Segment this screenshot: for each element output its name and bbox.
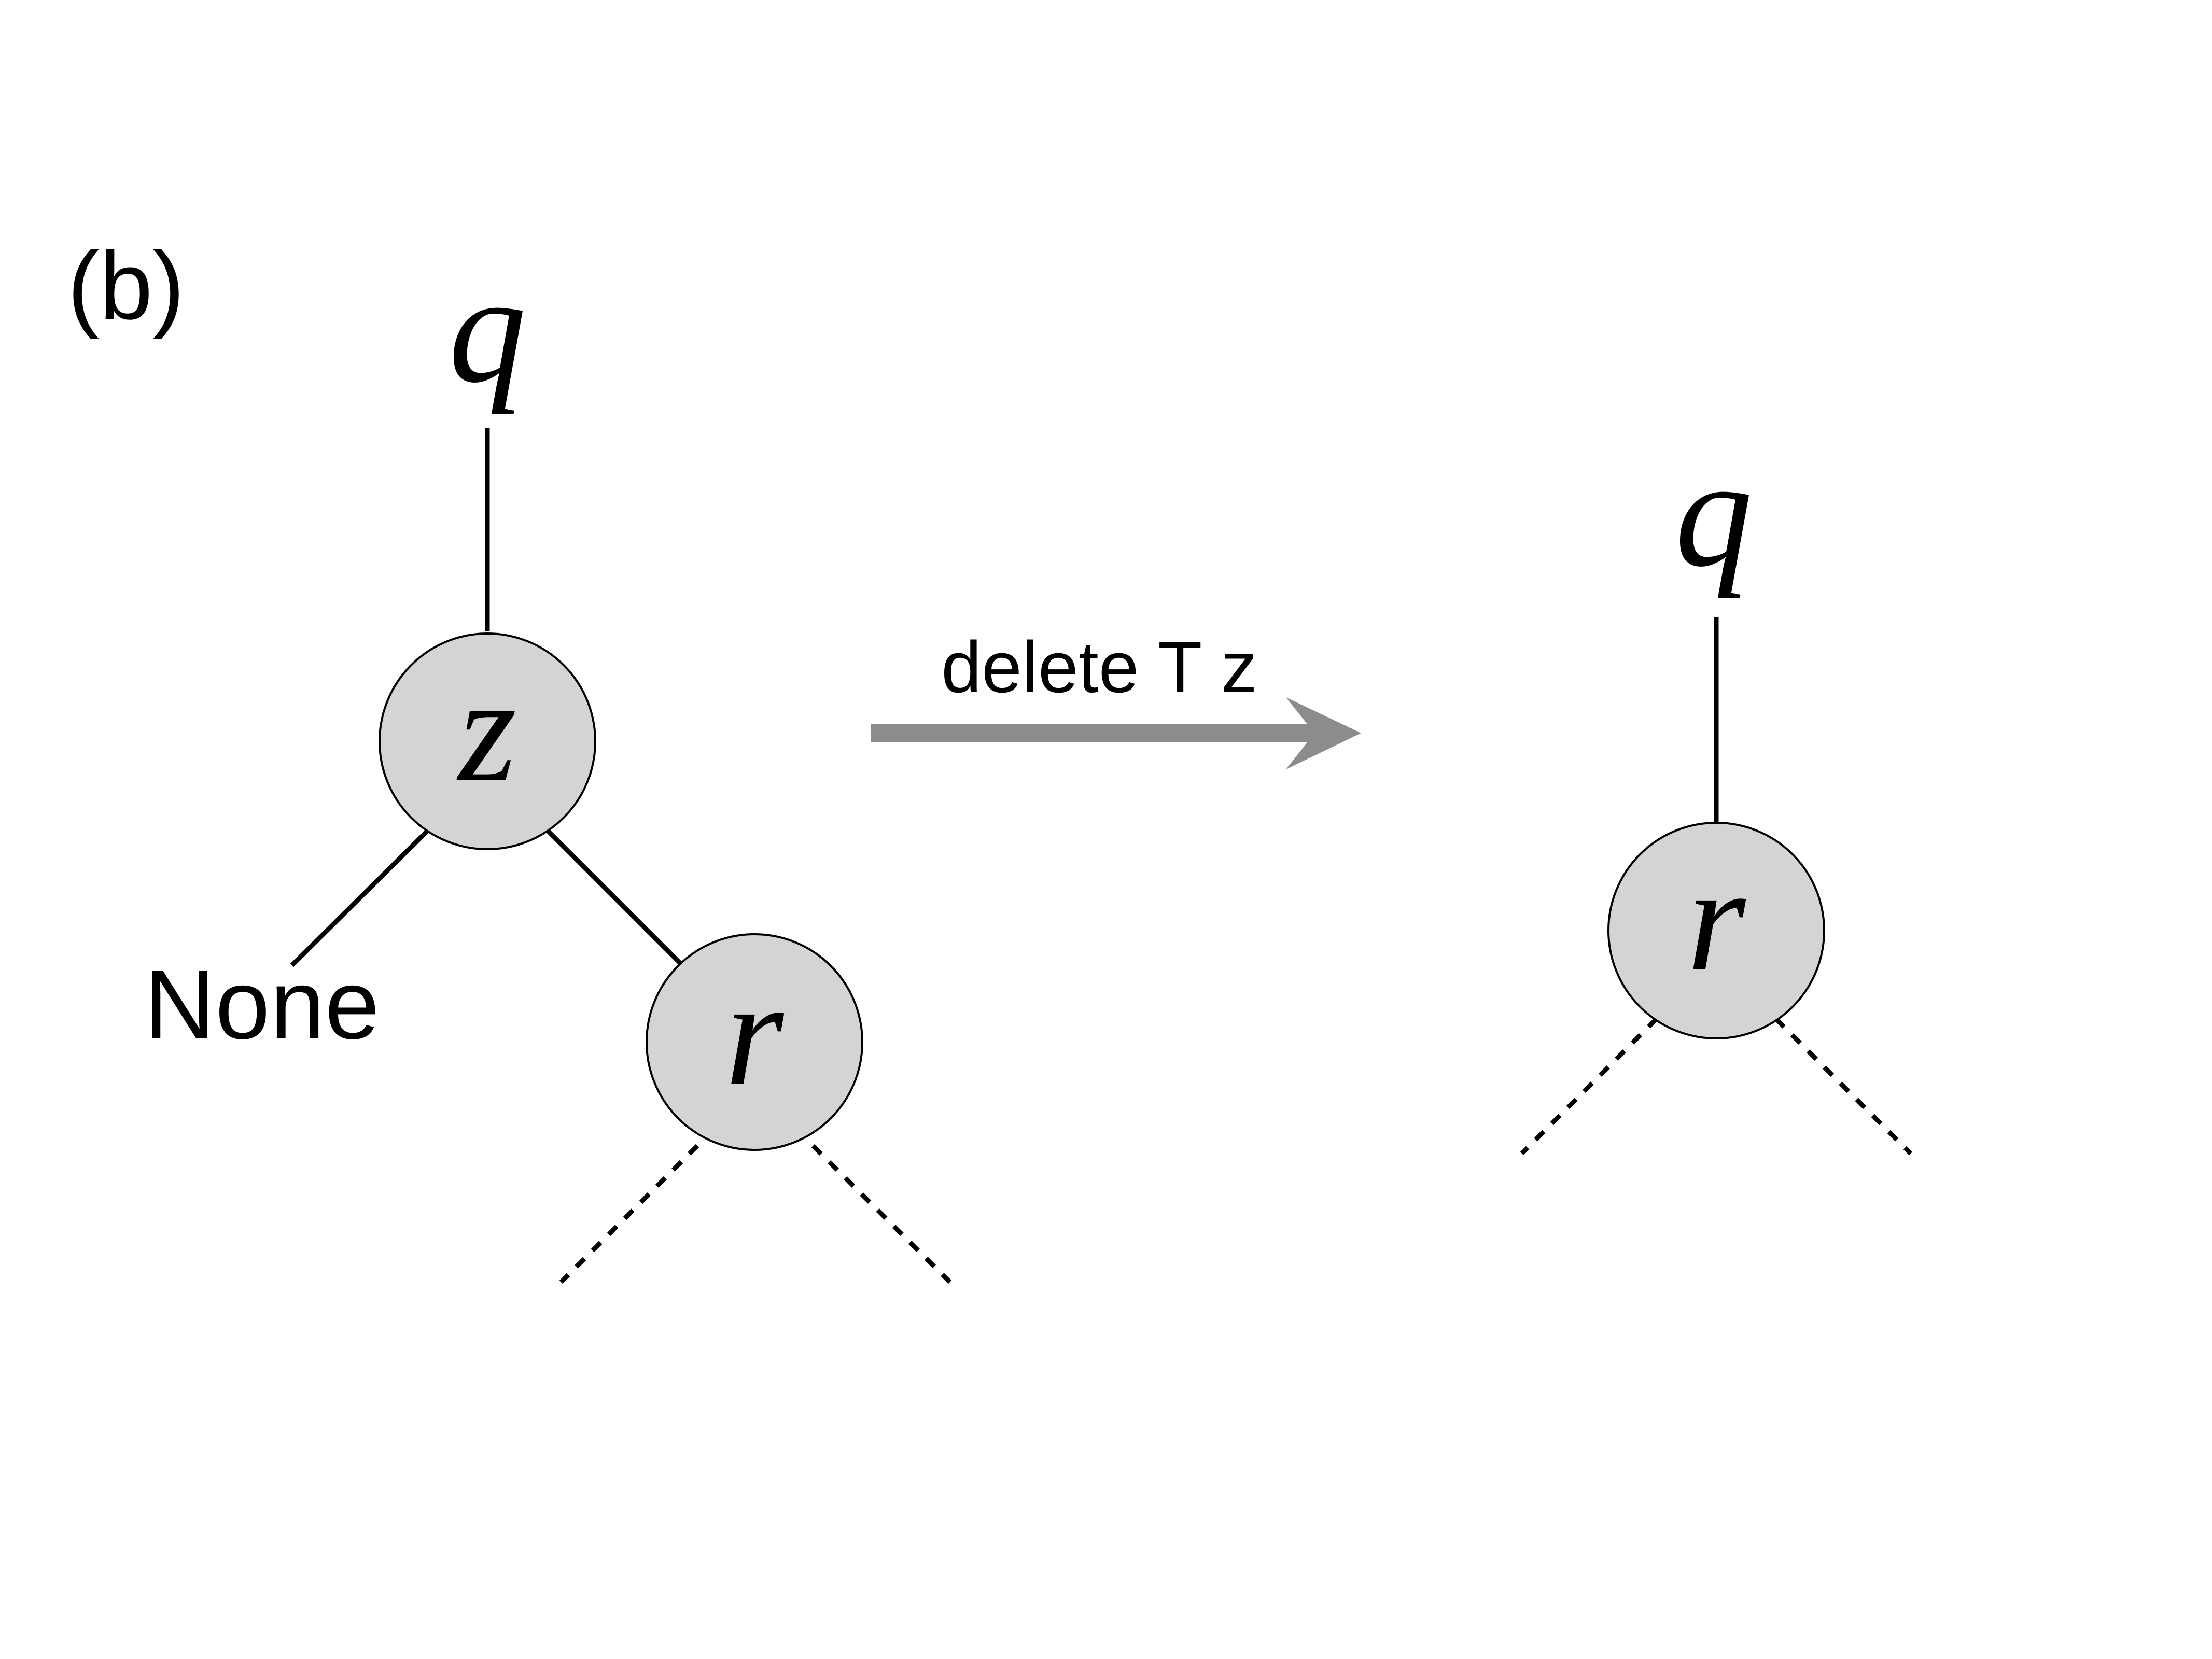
node-r-before: r xyxy=(646,933,863,1151)
dashed-edge-r-right-before xyxy=(811,1144,952,1284)
node-r-before-label: r xyxy=(725,950,787,1116)
transform-arrow xyxy=(871,697,1361,769)
node-z-label: z xyxy=(456,646,517,813)
node-r-after: r xyxy=(1607,822,1825,1039)
dashed-edge-r-right-after xyxy=(1774,1017,1913,1156)
before-parent-label: q xyxy=(449,243,526,415)
edge-z-to-r xyxy=(546,829,684,967)
none-label: None xyxy=(144,950,380,1060)
operation-label: delete T z xyxy=(941,626,1257,708)
node-r-after-label: r xyxy=(1687,836,1748,1002)
dashed-edge-r-left-after xyxy=(1520,1017,1659,1156)
node-z: z xyxy=(379,632,596,850)
edge-z-to-none xyxy=(290,829,429,967)
dashed-edge-r-left-before xyxy=(559,1144,699,1284)
after-parent-label: q xyxy=(1675,427,1753,599)
panel-label: (b) xyxy=(67,233,185,340)
